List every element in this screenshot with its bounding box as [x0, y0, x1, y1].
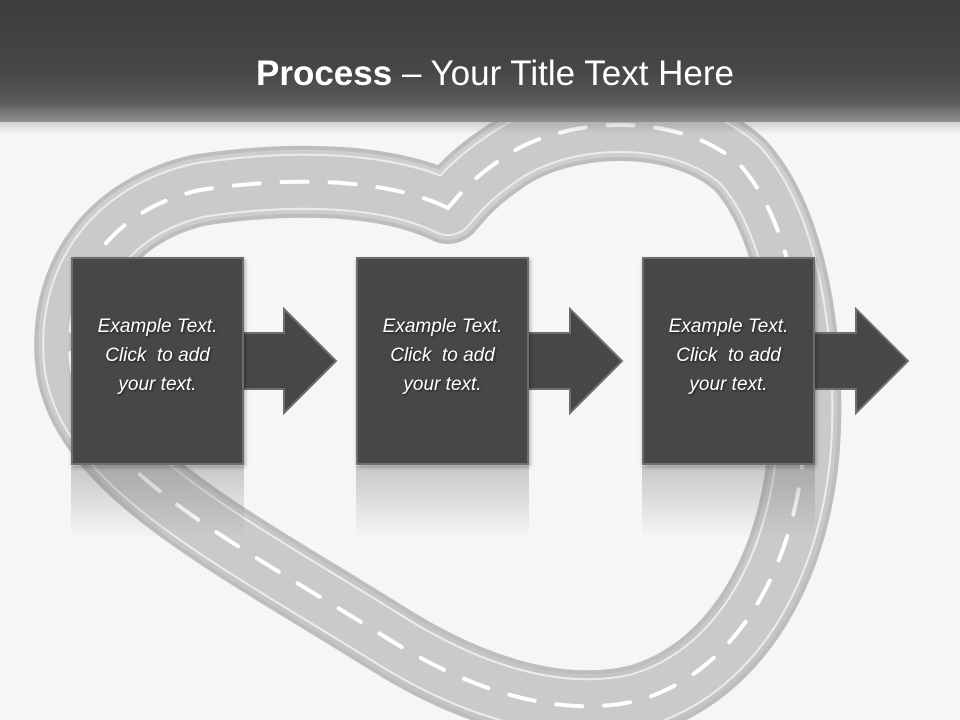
- step-2-box[interactable]: Example Text. Click to add your text.: [356, 257, 529, 465]
- step-2-text: Example Text. Click to add your text.: [358, 312, 527, 399]
- title-bar: [0, 0, 960, 122]
- step-2-line-3: your text.: [403, 374, 482, 395]
- step-3-text: Example Text. Click to add your text.: [644, 312, 813, 399]
- step-2-arrow: [526, 307, 624, 415]
- step-2-reflection: [356, 466, 529, 538]
- step-1-line-3: your text.: [118, 374, 197, 395]
- step-1-reflection: [71, 466, 244, 538]
- slide-title-strong: Process: [256, 54, 393, 93]
- slide-title[interactable]: Process – Your Title Text Here: [0, 52, 960, 96]
- step-1-arrow: [240, 307, 338, 415]
- step-3-arrow: [812, 307, 910, 415]
- step-1-line-2: Click to add: [105, 345, 210, 366]
- step-3-box[interactable]: Example Text. Click to add your text.: [642, 257, 815, 465]
- step-1-text: Example Text. Click to add your text.: [73, 312, 242, 399]
- step-3-reflection: [642, 466, 815, 538]
- step-2-line-1: Example Text.: [382, 316, 503, 337]
- step-3-line-2: Click to add: [676, 345, 781, 366]
- title-bar-shadow: [0, 112, 960, 134]
- step-1-line-1: Example Text.: [97, 316, 218, 337]
- slide-title-rest: – Your Title Text Here: [392, 54, 734, 93]
- step-3-line-1: Example Text.: [668, 316, 789, 337]
- step-2-line-2: Click to add: [390, 345, 495, 366]
- step-3-line-3: your text.: [689, 374, 768, 395]
- step-1-box[interactable]: Example Text. Click to add your text.: [71, 257, 244, 465]
